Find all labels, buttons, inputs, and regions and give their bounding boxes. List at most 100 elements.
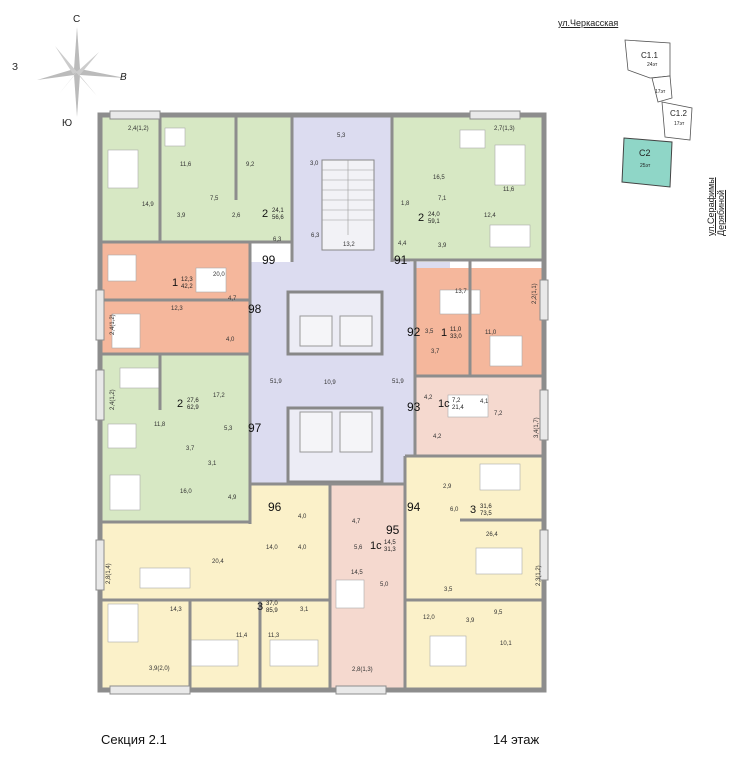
- room-label: 12,4: [484, 213, 496, 219]
- room-label: 4,1: [480, 399, 489, 405]
- room-label: 14,9: [142, 202, 154, 208]
- room-label: 3,1: [208, 461, 217, 467]
- room-label: 5,6: [354, 545, 363, 551]
- room-label: 2,4(1,2): [128, 126, 149, 132]
- room-label: 2,4(1,2): [110, 314, 116, 335]
- room-label: 2,4(1,2): [110, 389, 116, 410]
- room-label: 2,6: [232, 213, 241, 219]
- room-label: 12,3: [171, 306, 183, 312]
- apartment-99-number: 99: [262, 253, 276, 267]
- apartment-94-rooms: 3: [470, 504, 477, 516]
- compass-north: С: [73, 14, 81, 25]
- room-label: 14,3: [170, 607, 182, 613]
- room-label: 20,0: [213, 272, 225, 278]
- apartment-91-number: 91: [394, 253, 408, 267]
- room-label: 2,9: [443, 484, 452, 490]
- room-label: 2,7(1,3): [494, 126, 515, 132]
- apartment-98-number: 98: [248, 302, 262, 316]
- compass-rose-icon: [37, 27, 125, 117]
- apartment-95-number: 95: [386, 523, 400, 537]
- room-label: 3,7: [431, 349, 440, 355]
- room-label: 3,0: [310, 161, 319, 167]
- room-label: 51,9: [392, 379, 404, 385]
- c11-floors: 24эт: [647, 62, 658, 68]
- room-label: 11,0: [485, 330, 497, 336]
- room-label: 4,2: [424, 395, 433, 401]
- room-label: 3,9: [177, 213, 186, 219]
- room-label: 3,4(1,7): [534, 417, 540, 438]
- room-label: 3,9: [466, 618, 475, 624]
- apartment-98-rooms: 1: [172, 277, 179, 289]
- room-label: 9,2: [246, 162, 255, 168]
- room-label: 10,9: [324, 380, 336, 386]
- room-label: 51,9: [270, 379, 282, 385]
- room-label: 3,1: [300, 607, 309, 613]
- c12-name: С1.2: [670, 109, 687, 118]
- room-label: 4,7: [228, 296, 237, 302]
- c11-lower-floors: 17эт: [655, 89, 666, 95]
- room-label: 6,0: [450, 507, 459, 513]
- room-label: 14,5: [351, 570, 363, 576]
- room-label: 20,4: [212, 559, 224, 565]
- room-label: 3,9: [438, 243, 447, 249]
- room-label: 14,0: [266, 545, 278, 551]
- room-label: 3,5: [444, 587, 453, 593]
- room-label: 11,8: [154, 422, 166, 428]
- apartment-94-number: 94: [407, 500, 421, 514]
- room-label: 4,0: [226, 337, 235, 343]
- room-label: 7,1: [438, 196, 447, 202]
- room-label: 4,9: [228, 495, 237, 501]
- room-label: 11,3: [268, 633, 280, 639]
- room-label: 4,7: [352, 519, 361, 525]
- room-label: 6,3: [311, 233, 320, 239]
- room-label: 1,8: [401, 201, 410, 207]
- room-label: 13,7: [455, 289, 467, 295]
- site-plan-drawing: [621, 39, 693, 188]
- apartment-93-rooms: 1с: [438, 398, 450, 410]
- apartment-96-number: 96: [268, 500, 282, 514]
- room-label: 11,6: [180, 162, 192, 168]
- apartment-92-number: 92: [407, 325, 421, 339]
- compass-west: З: [12, 62, 19, 73]
- room-label: 5,3: [224, 426, 233, 432]
- apartment-96-rooms: 3: [257, 601, 264, 613]
- apartment-92-rooms: 1: [441, 327, 448, 339]
- room-label: 13,2: [343, 242, 355, 248]
- room-label: 2,3(1,2): [536, 565, 542, 586]
- apartment-97-number: 97: [248, 421, 262, 435]
- room-label: 4,0: [298, 545, 307, 551]
- floor-label: 14 этаж: [493, 732, 540, 747]
- room-label: 4,0: [298, 514, 307, 520]
- room-label: 3,7: [186, 446, 195, 452]
- c2-floors: 25эт: [640, 163, 651, 169]
- room-label: 5,3: [337, 133, 346, 139]
- apartment-99-rooms: 2: [262, 208, 269, 220]
- room-label: 5,0: [380, 582, 389, 588]
- room-label: 3,5: [425, 329, 434, 335]
- room-label: 16,5: [433, 175, 445, 181]
- apartment-97-rooms: 2: [177, 398, 184, 410]
- room-label: 17,2: [213, 393, 225, 399]
- room-label: 2,2(1,1): [532, 283, 538, 304]
- room-label: 6,3: [273, 237, 282, 243]
- room-label: 11,4: [236, 633, 248, 639]
- room-label: 4,4: [398, 241, 407, 247]
- street-north-label: ул.Черкасская: [558, 18, 619, 28]
- c2-name: С2: [639, 148, 651, 158]
- compass-south: Ю: [62, 118, 73, 129]
- room-label: 26,4: [486, 532, 498, 538]
- compass-east: В: [120, 72, 127, 83]
- apartment-95-rooms: 1с: [370, 540, 382, 552]
- c12-floors: 17эт: [674, 121, 685, 127]
- room-label: 7,5: [210, 196, 219, 202]
- site-plan: ул.Черкасская С1.1 24эт 17эт С1.2 17эт С…: [540, 10, 740, 250]
- room-label: 2,8(1,3): [352, 667, 373, 673]
